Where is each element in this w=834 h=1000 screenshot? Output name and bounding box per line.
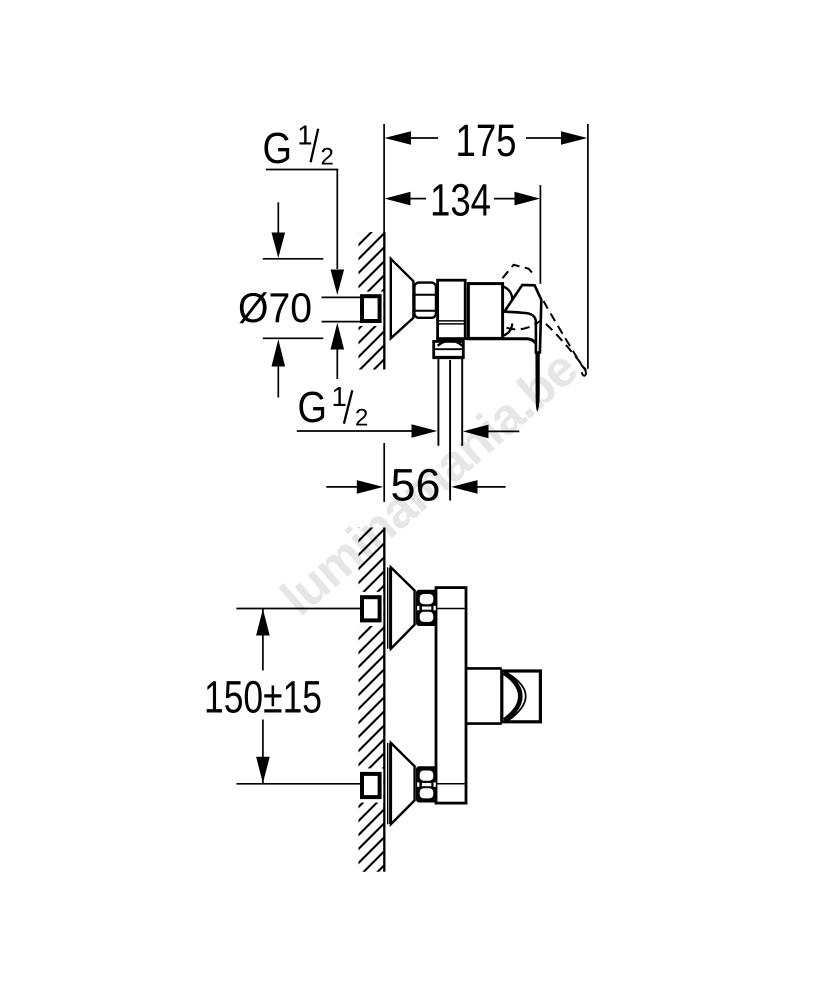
svg-text:1: 1 bbox=[297, 120, 312, 151]
svg-text:150±15: 150±15 bbox=[204, 672, 322, 723]
svg-text:56: 56 bbox=[391, 460, 441, 511]
svg-text:Ø70: Ø70 bbox=[238, 284, 312, 331]
svg-text:175: 175 bbox=[456, 115, 517, 166]
svg-text:2: 2 bbox=[355, 404, 368, 431]
svg-text:G: G bbox=[263, 124, 293, 173]
svg-text:1: 1 bbox=[332, 381, 347, 412]
svg-text:G: G bbox=[298, 383, 328, 432]
svg-text:2: 2 bbox=[321, 144, 334, 171]
svg-text:134: 134 bbox=[430, 175, 491, 226]
